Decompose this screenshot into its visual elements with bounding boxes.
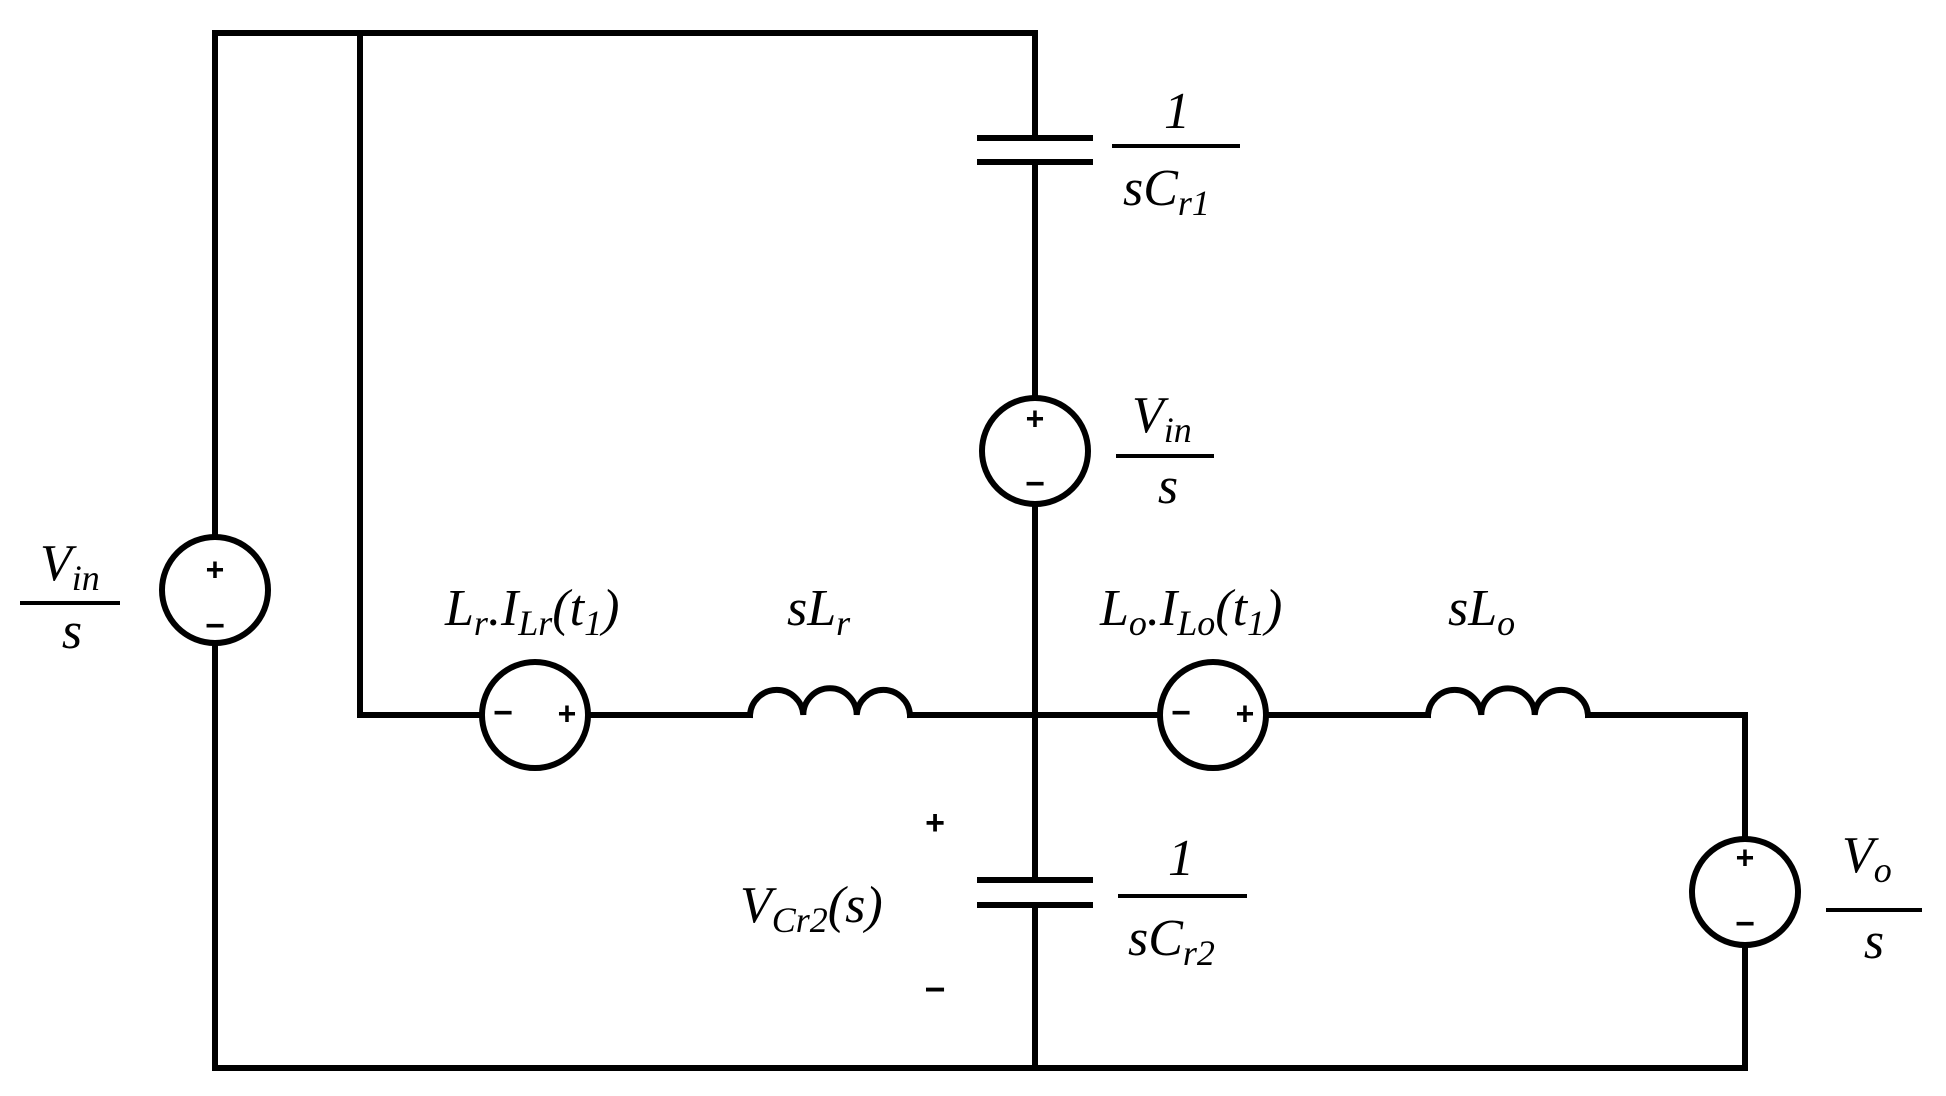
svg-text:Vin: Vin bbox=[1132, 387, 1192, 450]
top-capacitor bbox=[977, 135, 1093, 165]
wire-lo-2 bbox=[1585, 712, 1748, 843]
lo-inductor bbox=[1424, 685, 1592, 719]
lr-inductor-label: sLr bbox=[787, 580, 851, 643]
junction-dot bbox=[1031, 711, 1039, 719]
lr-source-label: Lr.ILr(t1) bbox=[444, 580, 619, 643]
svg-text:sCr1: sCr1 bbox=[1123, 160, 1210, 223]
middle-voltage-source: + − bbox=[979, 395, 1091, 507]
wire-inner-left bbox=[357, 30, 483, 718]
bottom-capacitor bbox=[977, 877, 1093, 908]
lo-initial-current-source: − + bbox=[1157, 659, 1269, 771]
output-source-label: Vo s bbox=[1826, 827, 1922, 970]
label-main: sC bbox=[1123, 160, 1179, 217]
label-main: sC bbox=[1128, 910, 1184, 967]
label-main: V bbox=[40, 535, 77, 592]
minus-sign: − bbox=[1735, 905, 1755, 943]
minus-sign: − bbox=[1171, 694, 1191, 732]
middle-source-label: Vin s bbox=[1116, 387, 1214, 515]
top-capacitor-label: 1 sCr1 bbox=[1112, 83, 1240, 223]
plus-sign: + bbox=[1026, 400, 1045, 436]
vcr2-minus-sign: − bbox=[924, 969, 945, 1010]
vcr2-plus-sign: + bbox=[925, 804, 945, 842]
vcr2-label: VCr2(s) bbox=[740, 877, 883, 940]
label-numerator: 1 bbox=[1168, 830, 1194, 887]
bottom-capacitor-label: 1 sCr2 bbox=[1118, 830, 1247, 973]
minus-sign: − bbox=[1025, 465, 1045, 503]
svg-text:Vin: Vin bbox=[40, 535, 100, 598]
lo-inductor-label: sLo bbox=[1448, 580, 1515, 643]
plus-sign: + bbox=[206, 551, 225, 587]
wires bbox=[212, 30, 1748, 1071]
left-source-label: Vin s bbox=[20, 535, 120, 660]
label-denominator: s bbox=[1158, 458, 1178, 515]
lr-initial-current-source: − + bbox=[479, 659, 591, 771]
plus-sign: + bbox=[1236, 695, 1255, 731]
svg-text:sCr2: sCr2 bbox=[1128, 910, 1215, 973]
label-subscript: in bbox=[72, 558, 100, 598]
lr-inductor bbox=[746, 685, 914, 719]
label-subscript: r1 bbox=[1178, 183, 1210, 223]
label-numerator: 1 bbox=[1164, 83, 1190, 140]
label-subscript: o bbox=[1874, 850, 1892, 890]
output-voltage-source: + − bbox=[1689, 836, 1801, 948]
minus-sign: − bbox=[493, 694, 513, 732]
plus-sign: + bbox=[1736, 839, 1755, 875]
label-main: V bbox=[1842, 827, 1879, 884]
minus-sign: − bbox=[205, 607, 225, 645]
left-voltage-source: + − bbox=[159, 534, 271, 646]
label-denominator: s bbox=[62, 603, 82, 660]
svg-text:Vo: Vo bbox=[1842, 827, 1892, 890]
label-main: V bbox=[1132, 387, 1169, 444]
label-subscript: in bbox=[1164, 410, 1192, 450]
label-denominator: s bbox=[1864, 913, 1884, 970]
plus-sign: + bbox=[558, 695, 577, 731]
lo-source-label: Lo.ILo(t1) bbox=[1099, 580, 1282, 643]
label-subscript: r2 bbox=[1183, 933, 1215, 973]
